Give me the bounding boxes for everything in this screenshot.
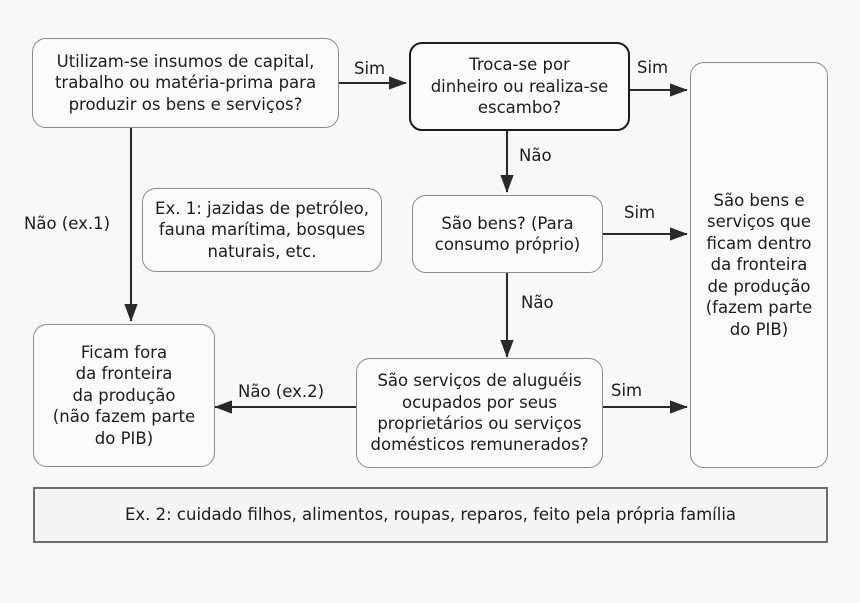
node-note-ex2[interactable]: Ex. 2: cuidado filhos, alimentos, roupas… — [33, 487, 828, 543]
node-question-troca[interactable]: Troca-se por dinheiro ou realiza-se esca… — [409, 42, 630, 131]
node-question-insumos[interactable]: Utilizam-se insumos de capital, trabalho… — [32, 38, 339, 128]
node-question-bens[interactable]: São bens? (Para consumo próprio) — [412, 195, 603, 273]
node-outcome-fora-fronteira[interactable]: Ficam fora da fronteira da produção (não… — [33, 324, 215, 467]
edge-label-insumos-sim: Sim — [354, 59, 386, 78]
edge-label-insumos-nao: Não (ex.1) — [24, 214, 111, 233]
node-note-ex1[interactable]: Ex. 1: jazidas de petróleo, fauna maríti… — [142, 188, 382, 272]
edge-label-bens-sim: Sim — [624, 203, 656, 222]
edge-label-servicos-sim: Sim — [611, 381, 643, 400]
edge-label-troca-sim: Sim — [637, 58, 669, 77]
edge-label-servicos-nao: Não (ex.2) — [238, 382, 325, 401]
edge-label-bens-nao: Não — [521, 293, 554, 312]
edge-label-troca-nao: Não — [519, 146, 552, 165]
node-outcome-dentro-fronteira[interactable]: São bens e serviços que ficam dentro da … — [690, 62, 828, 468]
node-question-servicos[interactable]: São serviços de aluguéis ocupados por se… — [356, 358, 603, 468]
